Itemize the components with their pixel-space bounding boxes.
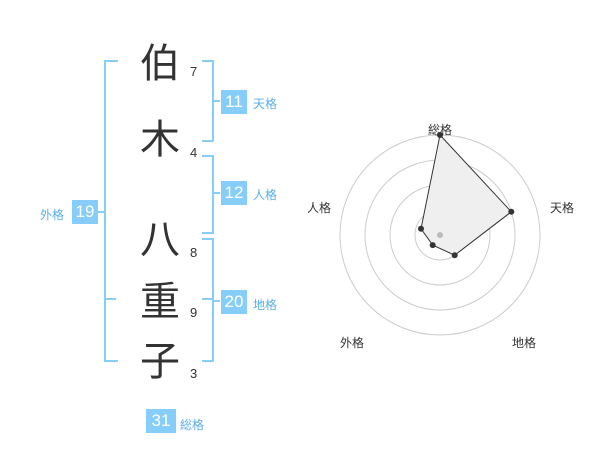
radar-axis-label-soukaku: 総格 xyxy=(428,122,452,137)
chikaku-bracket xyxy=(202,238,214,362)
radar-point-4 xyxy=(429,242,436,249)
name-char-4: 重 xyxy=(140,279,180,325)
radar-center-dot xyxy=(437,232,443,238)
jinkaku-bracket-connector xyxy=(214,192,220,194)
radar-point-3 xyxy=(451,252,458,259)
stroke-count-4: 9 xyxy=(190,305,198,320)
chikaku-bracket-tick xyxy=(202,298,212,300)
radar-axis-label-jinkaku: 人格 xyxy=(307,200,331,215)
name-char-1: 伯 xyxy=(140,41,180,87)
chikaku-label: 地格 xyxy=(253,298,278,312)
gaikaku-label: 外格 xyxy=(40,208,65,222)
gaikaku-bracket-tick xyxy=(104,298,116,300)
tenkaku-bracket xyxy=(202,60,214,142)
soukaku-label: 総格 xyxy=(180,418,205,432)
jinkaku-value-badge: 12 xyxy=(221,181,247,205)
stroke-count-1: 7 xyxy=(190,64,198,79)
jinkaku-bracket xyxy=(202,155,214,234)
radar-point-2 xyxy=(508,208,515,215)
soukaku-value-badge: 31 xyxy=(146,409,176,433)
name-char-2: 木 xyxy=(140,117,180,163)
stroke-count-5: 3 xyxy=(190,366,198,381)
chikaku-value-badge: 20 xyxy=(221,290,247,314)
jinkaku-label: 人格 xyxy=(253,188,278,202)
stroke-count-3: 8 xyxy=(190,245,198,260)
tenkaku-bracket-connector xyxy=(214,100,220,102)
name-char-3: 八 xyxy=(140,217,180,263)
gaikaku-bracket-connector xyxy=(98,211,106,213)
name-char-5: 子 xyxy=(140,339,180,385)
tenkaku-value-badge: 11 xyxy=(221,90,247,114)
radar-axis-label-gaikaku: 外格 xyxy=(340,335,364,350)
radar-axis-label-tenkaku: 天格 xyxy=(550,200,574,215)
radar-area xyxy=(420,133,513,256)
radar-axis-label-chikaku: 地格 xyxy=(512,335,536,350)
stroke-count-2: 4 xyxy=(190,145,198,160)
radar-point-1 xyxy=(437,132,443,138)
tenkaku-label: 天格 xyxy=(253,97,278,111)
gaikaku-value-badge: 19 xyxy=(72,200,98,224)
chikaku-bracket-connector xyxy=(214,300,220,302)
radar-point-5 xyxy=(418,225,424,232)
